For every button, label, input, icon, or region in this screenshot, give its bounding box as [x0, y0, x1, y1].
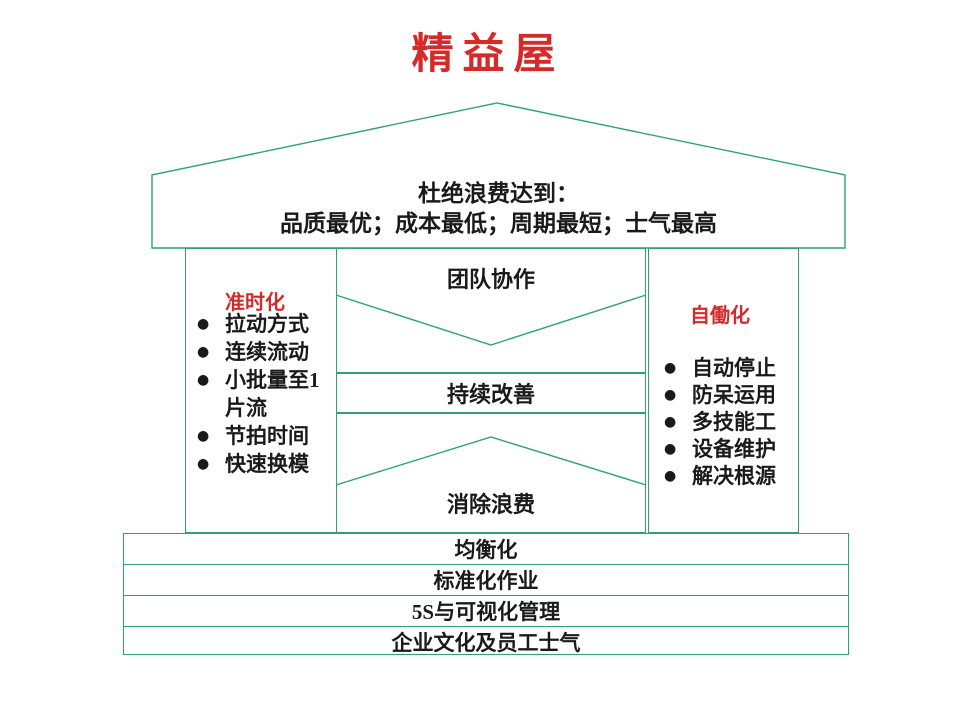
list-item: ● 拉动方式	[197, 310, 333, 338]
center-bottom-box	[336, 413, 646, 533]
roof-goal-line2: 品质最优；成本最低；周期最短；士气最高	[280, 211, 717, 236]
list-item: ● 节拍时间	[197, 422, 333, 450]
center-top-label: 团队协作	[446, 267, 535, 292]
left-pillar-heading: 准时化	[225, 292, 285, 314]
list-item-label: 连续流动	[225, 340, 309, 364]
list-item: ● 设备维护	[664, 436, 796, 463]
bullet-icon: ●	[664, 387, 677, 403]
foundation-row: 企业文化及员工士气	[124, 626, 848, 657]
bullet-icon: ●	[664, 414, 677, 430]
list-item: ● 防呆运用	[664, 382, 796, 409]
center-middle-band: 持续改善	[336, 373, 646, 413]
list-item-label: 小批量至1片流	[225, 368, 320, 420]
list-item: ● 连续流动	[197, 338, 333, 366]
center-top-box	[336, 248, 646, 373]
foundation-stack: 均衡化 标准化作业 5S与可视化管理 企业文化及员工士气	[123, 533, 849, 655]
foundation-row: 均衡化	[454, 538, 518, 562]
list-item: ● 解决根源	[664, 463, 796, 490]
right-pillar-list: ● 自动停止 ● 防呆运用 ● 多技能工 ● 设备维护 ● 解决根源	[664, 355, 796, 490]
list-item: ● 多技能工	[664, 409, 796, 436]
list-item-label: 拉动方式	[225, 312, 309, 336]
left-pillar-list: ● 拉动方式 ● 连续流动 ● 小批量至1片流 ● 节拍时间 ● 快速换模	[197, 310, 333, 478]
bullet-icon: ●	[664, 468, 677, 484]
bullet-icon: ●	[664, 441, 677, 457]
center-bottom-label: 消除浪费	[446, 492, 535, 517]
list-item: ● 快速换模	[197, 450, 333, 478]
list-item-label: 自动停止	[692, 356, 776, 380]
foundation-row: 标准化作业	[124, 564, 848, 595]
bullet-icon: ●	[197, 344, 210, 360]
page-title: 精益屋	[411, 32, 565, 78]
roof-goal-text: 杜绝浪费达到： 品质最优；成本最低；周期最短；士气最高	[152, 179, 845, 239]
right-pillar-heading: 自働化	[690, 305, 750, 327]
bullet-icon: ●	[197, 428, 210, 444]
list-item: ● 小批量至1片流	[197, 366, 333, 422]
right-pillar-box	[648, 248, 799, 533]
list-item-label: 快速换模	[225, 452, 309, 476]
bullet-icon: ●	[664, 360, 677, 376]
list-item-label: 防呆运用	[692, 383, 776, 407]
list-item-label: 解决根源	[692, 464, 776, 488]
bullet-icon: ●	[197, 456, 210, 472]
list-item-label: 节拍时间	[225, 424, 309, 448]
roof-goal-line1: 杜绝浪费达到：	[418, 181, 579, 206]
bullet-icon: ●	[197, 316, 210, 332]
list-item-label: 多技能工	[692, 410, 776, 434]
list-item: ● 自动停止	[664, 355, 796, 382]
list-item-label: 设备维护	[692, 437, 776, 461]
foundation-row: 5S与可视化管理	[124, 595, 848, 626]
bullet-icon: ●	[197, 372, 210, 388]
